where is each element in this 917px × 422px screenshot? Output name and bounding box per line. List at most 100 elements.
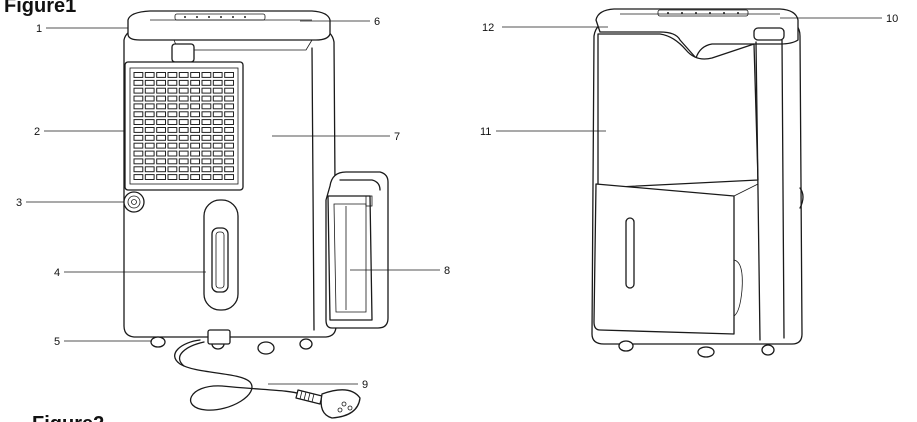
grille-slot: [224, 95, 234, 102]
grille-slot: [144, 95, 155, 102]
grille-slot: [178, 127, 189, 133]
grille-slot: [212, 95, 223, 102]
callout-11: 11: [480, 126, 491, 138]
grille-slot: [156, 127, 166, 133]
grille-slot: [224, 119, 234, 125]
grille-slot: [167, 119, 178, 125]
grille-slot: [212, 127, 223, 133]
power-plug: [295, 389, 361, 419]
grille-slot: [212, 166, 223, 173]
grille-slot: [201, 174, 212, 181]
grille-slot: [212, 111, 223, 118]
grille-slot: [224, 72, 234, 78]
grille-slot: [212, 134, 223, 141]
grille-slot: [156, 95, 166, 102]
grille-slot: [212, 174, 223, 181]
grille-slot: [144, 127, 155, 133]
callout-leaders: [26, 17, 882, 385]
grille-slot: [224, 134, 234, 141]
grille-slot: [156, 134, 166, 141]
grille-slot: [167, 158, 178, 165]
grille-slot: [201, 150, 212, 157]
grille-slot: [144, 134, 155, 141]
grille-slot: [178, 158, 189, 165]
power-cord: [174, 339, 301, 411]
grille-slot: [167, 111, 178, 118]
grille-slot: [201, 158, 212, 165]
grille-slot: [167, 150, 178, 157]
grille-slot: [178, 119, 189, 125]
grille-slot: [144, 119, 155, 125]
grille-slot: [201, 111, 212, 118]
grille-slot: [224, 174, 234, 181]
grille-slot: [167, 79, 178, 86]
grille-slot: [156, 119, 166, 125]
grille-slot: [133, 134, 144, 141]
grille-slot: [212, 142, 223, 149]
callout-6: 6: [374, 16, 380, 28]
grille-slot: [224, 87, 234, 94]
drain-outlet: [123, 191, 145, 213]
grille-slot: [201, 134, 212, 141]
figure-2-title: Figure2: [32, 413, 104, 422]
grille-slot: [224, 103, 234, 110]
grille-slot: [144, 158, 155, 165]
grille-slot: [156, 79, 166, 86]
grille-slot: [167, 174, 178, 181]
grille-slot: [178, 142, 189, 149]
grille-slot: [156, 87, 166, 94]
grille-slot: [201, 142, 212, 149]
grille-slot: [156, 72, 166, 78]
grille-slot: [190, 166, 200, 173]
grille-slot: [133, 72, 144, 78]
grille-slot: [178, 95, 189, 102]
grille-slot: [156, 158, 166, 165]
grille-slot: [178, 87, 189, 94]
grille-slot: [167, 72, 178, 78]
grille-slot: [190, 158, 200, 165]
grille-slot: [190, 103, 200, 110]
grille-slot: [133, 79, 144, 86]
grille-slot: [133, 158, 144, 165]
grille-slot: [178, 72, 189, 78]
grille-slot: [190, 127, 200, 133]
grille-slot: [167, 95, 178, 102]
grille-slot: [144, 79, 155, 86]
grille-slot: [133, 174, 144, 181]
grille-slot: [178, 134, 189, 141]
back-lower-panel: [593, 183, 735, 335]
grille-slot: [133, 95, 144, 102]
figure-1-title: Figure1: [4, 0, 76, 17]
grille-slot: [224, 79, 234, 86]
grille-slot: [156, 166, 166, 173]
grille-slot: [201, 87, 212, 94]
grille-slot: [212, 79, 223, 86]
callout-1: 1: [36, 23, 42, 35]
grille-slot: [178, 103, 189, 110]
grille-slot: [133, 127, 144, 133]
grille-slot: [144, 111, 155, 118]
top-handle: [127, 10, 331, 41]
callout-4: 4: [54, 267, 60, 279]
callout-2: 2: [34, 126, 40, 138]
grille-slot: [156, 103, 166, 110]
grille-slot: [190, 150, 200, 157]
grille-slot: [190, 79, 200, 86]
grille-slot: [212, 87, 223, 94]
grille-slot: [144, 174, 155, 181]
grille-slot: [190, 174, 200, 181]
grille-slot: [190, 119, 200, 125]
callout-5: 5: [54, 336, 60, 348]
grille-slot: [178, 150, 189, 157]
grille-slot: [190, 111, 200, 118]
grille-slot: [133, 142, 144, 149]
grille-slot: [156, 142, 166, 149]
grille-slot: [144, 87, 155, 94]
grille-slot: [133, 103, 144, 110]
grille-slot: [167, 103, 178, 110]
grille-slot: [212, 150, 223, 157]
grille-slot: [224, 166, 234, 173]
grille-slot: [133, 87, 144, 94]
grille-slot: [178, 111, 189, 118]
